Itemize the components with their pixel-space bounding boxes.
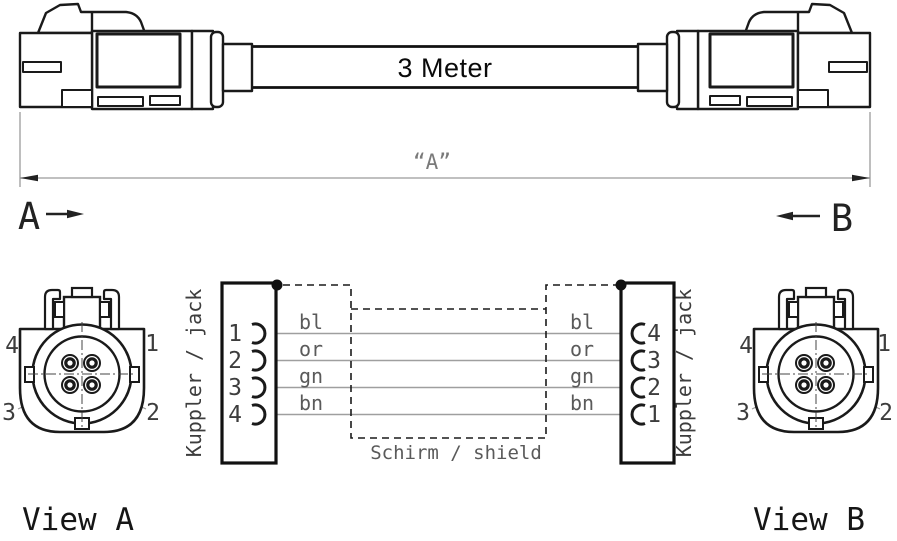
wire-color-label: or [570,337,594,361]
dimension-label: “A” [413,150,451,174]
pin-label-top-left: 4 [739,333,753,359]
shield-junction-dot [271,279,283,291]
cable-shield-outline [283,284,616,439]
wires [263,332,634,416]
wire-color-labels-right: bl or gn bn [570,310,594,415]
wiring-right-connector: 4 3 2 1 Kuppler / jack [615,279,696,465]
wire-color-label: gn [570,364,594,388]
cable-side-view: 3 Meter “A” A B [18,2,872,240]
pin-label-bottom-right: 2 [879,400,893,426]
wiring-schematic: Schirm / shield 1 2 3 4 Kuppler / jack [182,279,696,465]
dimension-arrow-right-icon [852,174,870,182]
pin-label-bottom-right: 2 [146,400,160,426]
left-pin-number: 1 [228,321,242,347]
left-connector-side-label: Kuppler / jack [182,289,206,458]
pin-label-top-right: 1 [877,331,891,357]
wiring-left-connector: 1 2 3 4 Kuppler / jack [182,279,283,465]
wire-color-label: bl [299,310,323,334]
right-connector-side-label: Kuppler / jack [672,289,696,458]
wire-color-label: bn [570,391,594,415]
wire-color-labels-left: bl or gn bn [299,310,323,415]
wire-color-label: or [299,337,323,361]
view-b-title: View B [753,502,865,538]
dimension-a: “A” [19,112,871,187]
pin-label-top-right: 1 [145,331,159,357]
cable-lines [250,45,640,89]
end-b-marker: B [776,197,853,240]
right-pin-number: 3 [647,348,661,374]
wire-color-label: bl [570,310,594,334]
shield-junction-dot [615,279,627,291]
pin-label-bottom-left: 3 [736,400,750,426]
connector-face-view-a: 4 1 3 2 View A [2,286,160,538]
dimension-arrow-left-icon [20,174,38,182]
right-pin-number: 2 [647,375,661,401]
cable-length-label: 3 Meter [397,53,492,83]
end-b-label: B [831,197,853,240]
right-pin-number: 4 [647,321,661,347]
view-a-title: View A [22,502,134,538]
wire-color-label: gn [299,364,323,388]
left-pin-number: 3 [228,375,242,401]
connector-face-view-b: 4 1 3 2 View B [736,286,893,538]
connector-a-side-view [18,2,254,111]
wire-color-label: bn [299,391,323,415]
pin-label-top-left: 4 [5,333,19,359]
left-pin-number: 4 [228,402,242,428]
arrow-right-icon [67,209,84,219]
right-pin-number: 1 [647,402,661,428]
connector-b-side-view [636,2,872,111]
left-pin-number: 2 [228,348,242,374]
end-a-label: A [18,195,40,238]
pin-label-bottom-left: 3 [2,400,16,426]
shield-label: Schirm / shield [370,442,542,464]
end-a-marker: A [18,195,84,238]
arrow-left-icon [776,211,793,221]
